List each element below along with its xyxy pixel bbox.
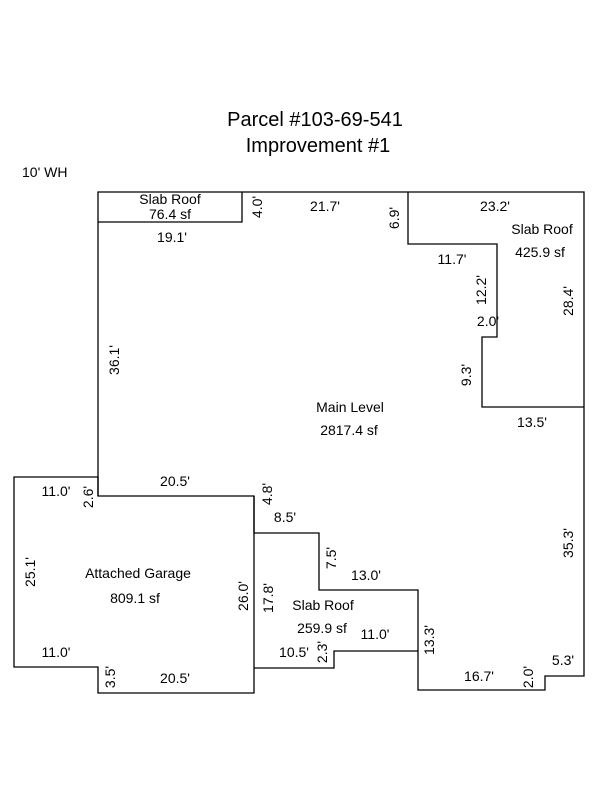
dim-label: 11.0' [42,483,71,499]
dim-label: 2.0' [477,313,499,329]
dim-label: 2.6' [80,486,96,508]
dim-label: 7.5' [323,547,339,569]
garage-outline [13,476,255,694]
dim-label: 36.1' [106,345,122,375]
dim-label: 4.0' [249,196,265,218]
main-level-name: Main Level [316,399,384,415]
dim-label: 3.5' [102,666,118,688]
slab-roof-small-outline [98,192,243,223]
dim-label: 28.4' [560,286,576,316]
dim-label: 17.8' [260,583,276,613]
dim-label: 20.5' [160,670,190,686]
main-level-area: 2817.4 sf [320,422,378,438]
dim-label: 26.0' [235,581,251,611]
dim-label: 23.2' [480,198,510,214]
dim-label: 2.0' [520,666,536,688]
dim-label: 19.1' [157,229,187,245]
slab-right-area: 425.9 sf [515,244,565,260]
improvement-subtitle: Improvement #1 [246,135,391,157]
dim-label: 16.7' [464,668,494,684]
slab-bottom-area: 259.9 sf [297,620,347,636]
slab-bottom-name: Slab Roof [292,597,354,613]
wh-note: 10' WH [22,164,67,180]
dim-label: 13.3' [421,625,437,655]
dim-label: 2.3' [314,641,330,663]
dim-label: 9.3' [458,364,474,386]
dim-label: 11.0' [42,644,71,660]
slab-roof-bottom-outline [254,650,418,669]
parcel-title: Parcel #103-69-541 [227,109,403,131]
garage-name: Attached Garage [85,565,191,581]
dim-label: 5.3' [552,652,574,668]
dim-label: 35.3' [560,528,576,558]
dim-label: 8.5' [274,509,296,525]
dim-label: 12.2' [473,275,489,305]
dim-label: 10.5' [279,644,309,660]
main-level-outline [97,191,585,691]
dim-label: 13.0' [351,567,381,583]
slab-right-name: Slab Roof [511,221,573,237]
dim-label: 21.7' [310,198,340,214]
slab-small-name: Slab Roof [139,191,201,207]
dim-label: 13.5' [517,414,547,430]
garage-area: 809.1 sf [110,590,160,606]
dim-label: 11.0' [361,626,390,642]
dim-label: 4.8' [259,483,275,505]
slab-small-area: 76.4 sf [149,206,191,222]
slab-roof-right-outline [407,192,584,408]
dim-label: 11.7' [438,251,467,267]
dim-label: 20.5' [160,473,190,489]
dim-label: 6.9' [386,207,402,229]
dim-label: 25.1' [22,557,38,587]
